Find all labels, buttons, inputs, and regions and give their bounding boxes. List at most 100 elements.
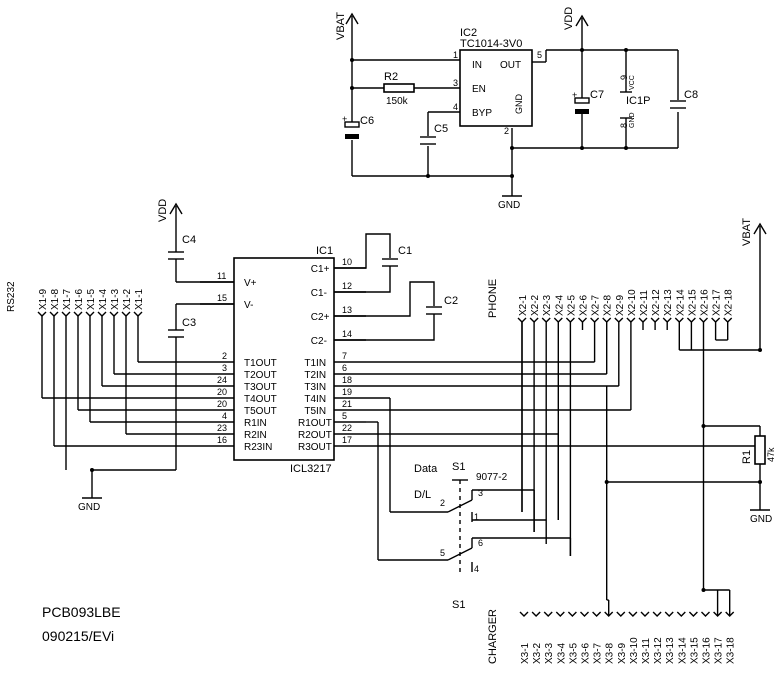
svg-text:R2: R2 xyxy=(384,71,398,83)
phone-pin-label: X2-10 xyxy=(627,289,638,316)
phone-pin-label: X2-17 xyxy=(712,289,723,316)
svg-text:S1: S1 xyxy=(452,599,465,611)
capacitor-c7: + C7 xyxy=(572,89,604,114)
ic1-pin-label: R2IN xyxy=(244,430,267,441)
phone-pin-label: X2-2 xyxy=(530,294,541,316)
capacitor-c5: C5 xyxy=(420,123,448,145)
svg-text:2: 2 xyxy=(504,126,509,136)
ic2-regulator: IC2 TC1014-3V0 IN EN BYP OUT GND 1 3 4 5… xyxy=(453,27,542,136)
ic1-pin-number: 23 xyxy=(217,423,227,433)
phone-pin-label: X2-6 xyxy=(579,294,590,316)
svg-text:IC1P: IC1P xyxy=(626,95,650,107)
svg-text:VCC: VCC xyxy=(629,75,636,90)
svg-text:C1: C1 xyxy=(398,245,412,257)
rs232-pin-label: X1-7 xyxy=(62,288,73,310)
ic1-pin-label: R3OUT xyxy=(298,442,332,453)
ic1-pin-number: 14 xyxy=(342,329,352,339)
svg-text:BYP: BYP xyxy=(472,108,492,119)
svg-text:C8: C8 xyxy=(684,89,698,101)
charger-pin-label: X3-4 xyxy=(556,642,567,664)
charger-pin-label: X3-5 xyxy=(568,642,579,664)
svg-text:9077-2: 9077-2 xyxy=(476,472,508,483)
ic1-pin-label: T1OUT xyxy=(244,358,277,369)
svg-text:GND: GND xyxy=(514,94,524,115)
ic1-pin-number: 16 xyxy=(217,435,227,445)
rs232-pin-label: X1-6 xyxy=(74,288,85,310)
svg-text:1: 1 xyxy=(474,512,479,522)
svg-text:C5: C5 xyxy=(434,123,448,135)
ic1-pin-number: 2 xyxy=(222,351,227,361)
ic1-pin-label: C1+ xyxy=(311,264,330,275)
ic1-pin-label: T4IN xyxy=(304,394,326,405)
svg-text:1: 1 xyxy=(453,50,458,60)
capacitor-c3: C3 xyxy=(168,317,196,338)
capacitor-c4: C4 xyxy=(168,234,196,260)
svg-text:4: 4 xyxy=(453,102,458,112)
ic1-supply: VDD C4 C3 GND xyxy=(78,199,234,513)
gnd-label-left: GND xyxy=(78,502,100,513)
ic1-pin-number: 18 xyxy=(342,375,352,385)
ic1-pin-label: T5IN xyxy=(304,406,326,417)
gnd-label-right: GND xyxy=(750,514,772,525)
charger-pin-label: X3-3 xyxy=(544,642,555,664)
svg-text:C3: C3 xyxy=(182,317,196,329)
svg-text:6: 6 xyxy=(478,538,483,548)
vbat-arrow-right xyxy=(753,222,767,350)
svg-text:9: 9 xyxy=(619,75,629,80)
charger-pin-label: X3-14 xyxy=(677,637,688,664)
ic1-pin-label: T3OUT xyxy=(244,382,277,393)
rs232-pin-label: X1-2 xyxy=(122,288,133,310)
phone-pin-label: X2-13 xyxy=(663,289,674,316)
gnd-label-reg: GND xyxy=(498,200,520,211)
rs232-pin-label: X1-8 xyxy=(50,288,61,310)
charger-pin-label: X3-16 xyxy=(702,637,713,664)
ic1-pin-number: 21 xyxy=(342,399,352,409)
svg-text:5: 5 xyxy=(440,548,445,558)
drawing-date: 090215/EVi xyxy=(42,628,115,644)
phone-pin-label: X2-1 xyxy=(518,294,529,316)
phone-pin-label: X2-8 xyxy=(603,294,614,316)
phone-pin-label: X2-7 xyxy=(591,294,602,316)
ic1-pin-label: V- xyxy=(244,300,253,311)
svg-text:3: 3 xyxy=(453,78,458,88)
svg-text:C2: C2 xyxy=(444,295,458,307)
charger-pin-label: X3-6 xyxy=(581,642,592,664)
ic1-transceiver: IC1 ICL3217 xyxy=(233,245,335,475)
phone-pin-label: X2-14 xyxy=(675,289,686,316)
svg-text:C6: C6 xyxy=(360,115,374,127)
charger-pin-label: X3-11 xyxy=(641,638,652,664)
ic1-pin-number: 4 xyxy=(222,411,227,421)
svg-text:+: + xyxy=(342,114,347,124)
charger-pin-label: X3-15 xyxy=(689,637,700,664)
ic1-pin-label: R1IN xyxy=(244,418,267,429)
charger-pin-label: X3-12 xyxy=(653,637,664,664)
phone-pin-label: X2-11 xyxy=(639,290,650,316)
phone-pin-label: X2-12 xyxy=(651,289,662,316)
ic1-pins: 11V+15V-2T1OUT3T2OUT24T3OUT20T4OUT20T5OU… xyxy=(200,257,366,453)
svg-text:8: 8 xyxy=(619,123,629,128)
svg-text:150k: 150k xyxy=(386,96,409,107)
phone-pin-label: X2-3 xyxy=(542,294,553,316)
capacitor-c8: C8 xyxy=(670,89,698,109)
ic1-pin-number: 13 xyxy=(342,305,352,315)
ic1-pin-number: 19 xyxy=(342,387,352,397)
svg-text:+: + xyxy=(572,90,577,100)
svg-text:IC2: IC2 xyxy=(460,27,477,39)
ic1-pin-number: 3 xyxy=(222,363,227,373)
ic1-pin-number: 10 xyxy=(342,257,352,267)
rs232-pin-label: X1-5 xyxy=(86,288,97,310)
charger-pin-label: X3-9 xyxy=(617,642,628,664)
regulator-section: VBAT GND + C6 R2 150k xyxy=(335,7,698,211)
phone-pin-label: X2-4 xyxy=(554,294,565,316)
ic1-pin-number: 6 xyxy=(342,363,347,373)
ic1-pin-label: V+ xyxy=(244,278,257,289)
charger-pin-label: X3-1 xyxy=(520,642,531,664)
vdd-arrow-top xyxy=(575,14,589,27)
capacitor-c2: C2 xyxy=(426,295,458,315)
svg-text:D/L: D/L xyxy=(414,489,431,501)
charger-pin-label: X3-13 xyxy=(665,637,676,664)
phone-pin-label: X2-18 xyxy=(724,289,735,316)
